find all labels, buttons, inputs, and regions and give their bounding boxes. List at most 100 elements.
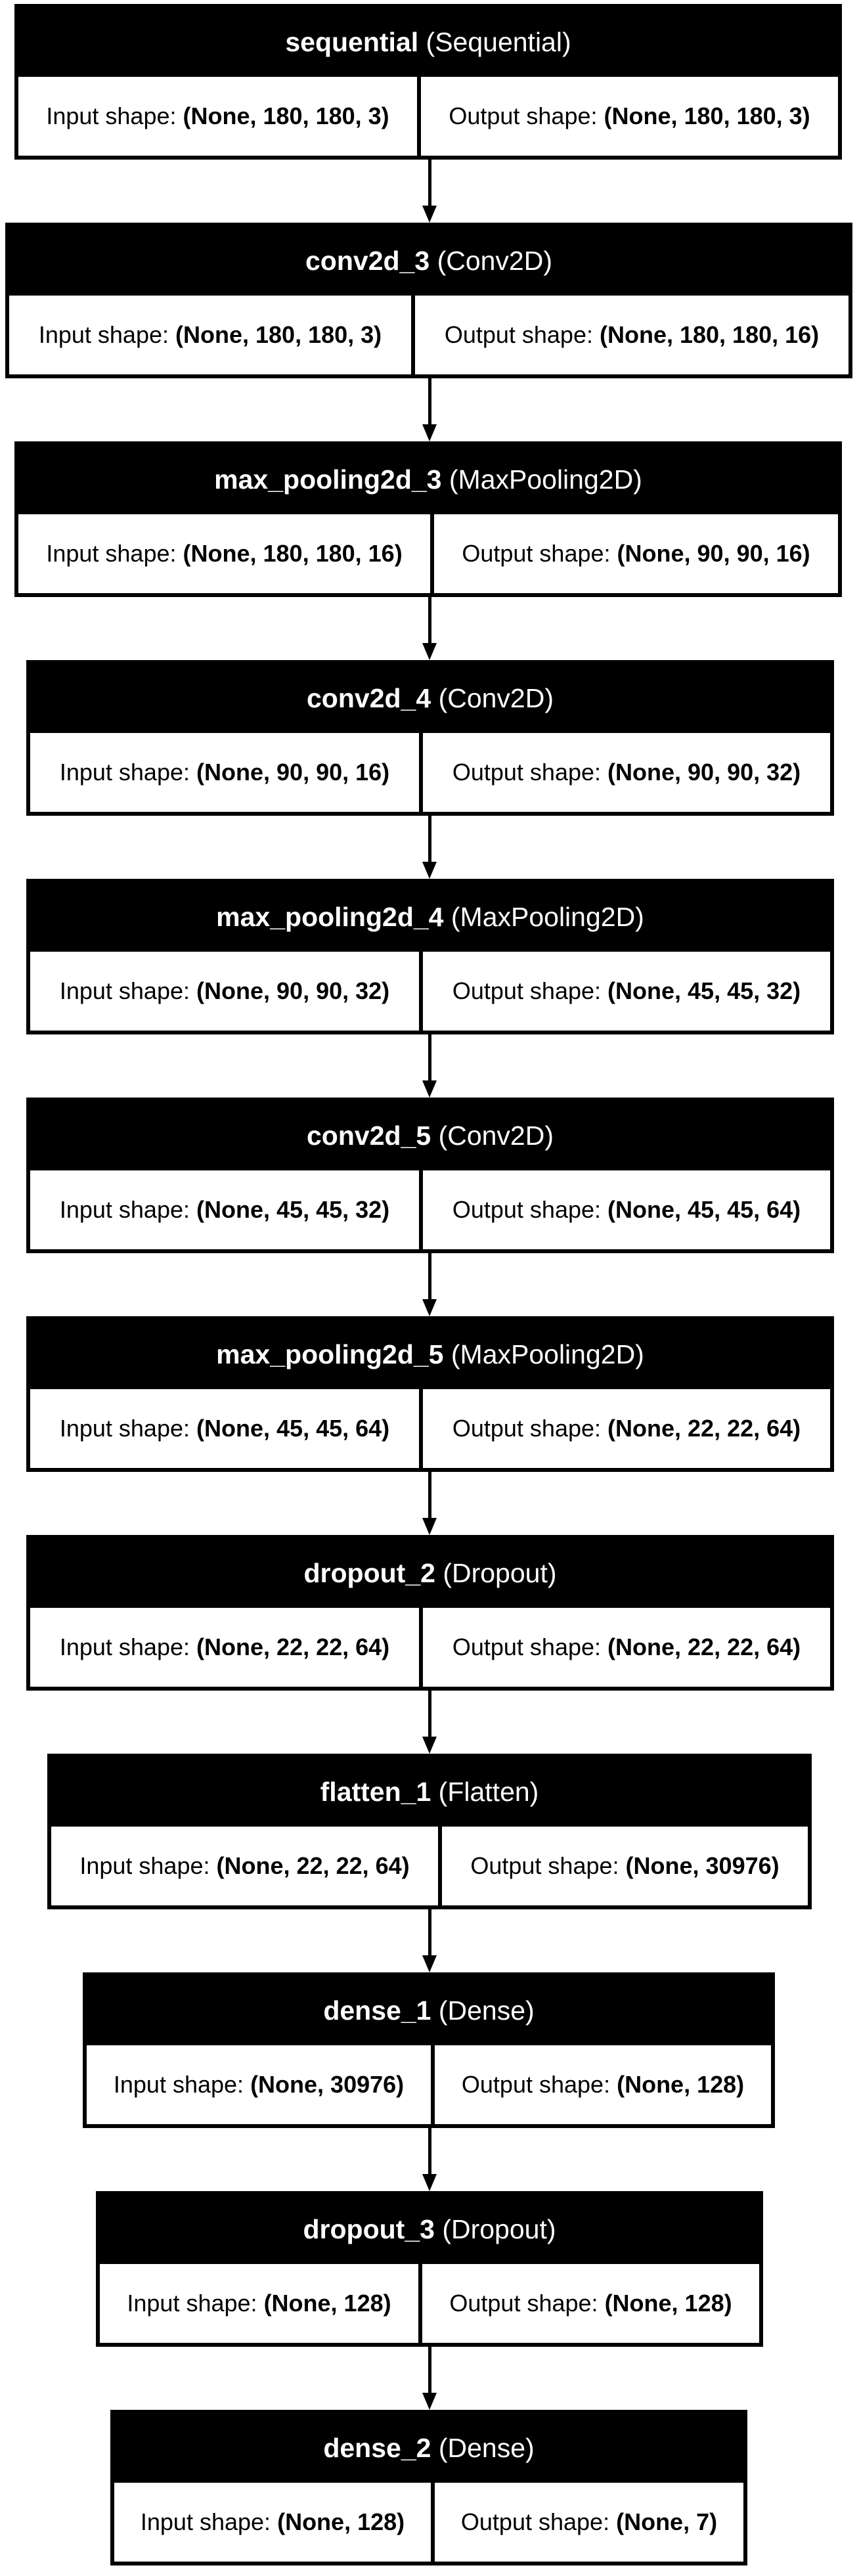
- output-shape-cell: Output shape: (None, 22, 22, 64): [419, 1389, 830, 1468]
- layer-name: max_pooling2d_4: [216, 902, 444, 932]
- layer-node-3: conv2d_4 (Conv2D)Input shape: (None, 90,…: [26, 660, 834, 816]
- output-shape-value: (None, 180, 180, 16): [600, 321, 820, 348]
- output-shape-label: Output shape:: [452, 759, 602, 786]
- input-shape-value: (None, 45, 45, 32): [196, 1196, 390, 1223]
- output-shape-value: (None, 45, 45, 64): [607, 1196, 801, 1223]
- input-shape-label: Input shape:: [46, 540, 177, 567]
- output-shape-label: Output shape:: [452, 1633, 602, 1660]
- connector-arrow: [428, 1034, 431, 1082]
- input-shape-label: Input shape:: [59, 1633, 190, 1660]
- layer-shapes: Input shape: (None, 22, 22, 64)Output sh…: [51, 1827, 808, 1905]
- input-shape-value: (None, 90, 90, 32): [196, 977, 390, 1004]
- layer-node-0: sequential (Sequential)Input shape: (Non…: [14, 4, 842, 160]
- layer-shapes: Input shape: (None, 180, 180, 3)Output s…: [18, 77, 838, 156]
- layer-type: (MaxPooling2D): [451, 1339, 644, 1369]
- connector-arrow: [428, 378, 431, 426]
- output-shape-label: Output shape:: [462, 540, 611, 567]
- layer-type: (Dropout): [442, 2214, 556, 2244]
- layer-name: dropout_2: [303, 1558, 435, 1588]
- input-shape-cell: Input shape: (None, 30976): [87, 2045, 431, 2124]
- layer-name: conv2d_3: [305, 246, 430, 276]
- output-shape-cell: Output shape: (None, 90, 90, 32): [419, 733, 830, 812]
- layer-name: max_pooling2d_3: [214, 464, 442, 495]
- input-shape-value: (None, 22, 22, 64): [196, 1633, 390, 1660]
- output-shape-cell: Output shape: (None, 128): [431, 2045, 771, 2124]
- layer-name: dense_2: [323, 2433, 431, 2463]
- layer-type: (Dropout): [443, 1558, 557, 1588]
- layer-name: dropout_3: [303, 2214, 435, 2244]
- layer-node-11: dense_2 (Dense) Input shape: (None, 128) O…: [110, 2410, 747, 2565]
- input-shape-cell: Input shape: (None, 128): [100, 2264, 418, 2343]
- input-shape-value: (None, 30976): [250, 2071, 405, 2098]
- input-shape-cell: Input shape: (None, 45, 45, 64): [30, 1389, 419, 1468]
- output-shape-cell: Output shape: (None, 180, 180, 3): [417, 77, 838, 156]
- arrow-head-icon: [422, 424, 437, 441]
- connector-arrow: [428, 1253, 431, 1300]
- connector-arrow: [428, 1909, 431, 1957]
- layer-node-10: dropout_3 (Dropout)Input shape: (None, 1…: [96, 2191, 763, 2347]
- layer-header: conv2d_4 (Conv2D): [30, 664, 830, 733]
- output-shape-cell: Output shape: (None, 30976): [438, 1827, 808, 1905]
- output-shape-label: Output shape:: [449, 2290, 598, 2317]
- arrow-head-icon: [422, 862, 437, 879]
- output-shape-label: Output shape:: [449, 102, 598, 129]
- layer-shapes: Input shape: (None, 22, 22, 64) Output sh…: [30, 1608, 830, 1687]
- arrow-head-icon: [422, 1955, 437, 1972]
- output-shape-cell: Output shape: (None, 128): [418, 2264, 759, 2343]
- layer-shapes: Input shape: (None, 30976)Output shape: …: [87, 2045, 771, 2124]
- input-shape-label: Input shape:: [59, 1196, 190, 1223]
- layer-header: dropout_3 (Dropout): [100, 2195, 759, 2264]
- layer-shapes: Input shape: (None, 180, 180, 16) Output …: [18, 514, 838, 593]
- arrow-head-icon: [422, 1518, 437, 1535]
- connector-arrow: [428, 160, 431, 207]
- layer-type: (MaxPooling2D): [449, 464, 642, 495]
- output-shape-value: (None, 22, 22, 64): [607, 1415, 801, 1442]
- connector-arrow: [428, 597, 431, 644]
- layer-type: (Sequential): [426, 27, 571, 57]
- layer-type: (Dense): [438, 1995, 535, 2026]
- layer-node-6: max_pooling2d_5 (MaxPooling2D)Input shap…: [26, 1316, 834, 1472]
- layer-name: conv2d_5: [307, 1121, 431, 1151]
- layer-header: dense_1 (Dense): [87, 1976, 771, 2045]
- input-shape-label: Input shape:: [140, 2508, 271, 2535]
- layer-header: sequential (Sequential): [18, 8, 838, 77]
- input-shape-value: (None, 128): [277, 2508, 405, 2535]
- input-shape-label: Input shape:: [38, 321, 169, 348]
- arrow-head-icon: [422, 1737, 437, 1754]
- layer-node-4: max_pooling2d_4 (MaxPooling2D)Input shap…: [26, 879, 834, 1034]
- layer-node-2: max_pooling2d_3 (MaxPooling2D) Input shap…: [14, 441, 842, 597]
- output-shape-label: Output shape:: [461, 2071, 611, 2098]
- connector-arrow: [428, 2128, 431, 2175]
- layer-type: (Flatten): [438, 1777, 539, 1807]
- output-shape-label: Output shape:: [470, 1852, 619, 1879]
- layer-node-7: dropout_2 (Dropout)Input shape: (None, 2…: [26, 1535, 834, 1691]
- input-shape-cell: Input shape: (None, 180, 180, 3): [18, 77, 417, 156]
- layer-shapes: Input shape: (None, 180, 180, 3) Output s…: [9, 296, 848, 374]
- input-shape-value: (None, 180, 180, 16): [183, 540, 403, 567]
- arrow-head-icon: [422, 2393, 437, 2410]
- output-shape-cell: Output shape: (None, 7): [431, 2483, 743, 2562]
- layer-type: (Conv2D): [437, 246, 552, 276]
- layer-node-1: conv2d_3 (Conv2D)Input shape: (None, 180…: [5, 223, 852, 378]
- layer-header: dropout_2 (Dropout): [30, 1539, 830, 1608]
- input-shape-cell: Input shape: (None, 45, 45, 32): [30, 1170, 419, 1249]
- layer-name: sequential: [285, 27, 419, 57]
- connector-arrow: [428, 1472, 431, 1519]
- layer-header: conv2d_3 (Conv2D): [9, 227, 848, 296]
- input-shape-label: Input shape:: [59, 977, 190, 1004]
- output-shape-cell: Output shape: (None, 45, 45, 64): [419, 1170, 830, 1249]
- arrow-head-icon: [422, 206, 437, 223]
- input-shape-cell: Input shape: (None, 180, 180, 3): [9, 296, 411, 374]
- layer-node-5: conv2d_5 (Conv2D)Input shape: (None, 45,…: [26, 1098, 834, 1253]
- input-shape-value: (None, 180, 180, 3): [175, 321, 382, 348]
- input-shape-label: Input shape:: [79, 1852, 210, 1879]
- input-shape-label: Input shape:: [46, 102, 177, 129]
- layer-type: (Dense): [438, 2433, 535, 2463]
- arrow-head-icon: [422, 1080, 437, 1098]
- arrow-head-icon: [422, 2174, 437, 2191]
- output-shape-value: (None, 128): [617, 2071, 745, 2098]
- layer-header: conv2d_5 (Conv2D): [30, 1101, 830, 1170]
- layer-name: flatten_1: [320, 1777, 431, 1807]
- output-shape-label: Output shape:: [444, 321, 593, 348]
- output-shape-value: (None, 7): [616, 2508, 718, 2535]
